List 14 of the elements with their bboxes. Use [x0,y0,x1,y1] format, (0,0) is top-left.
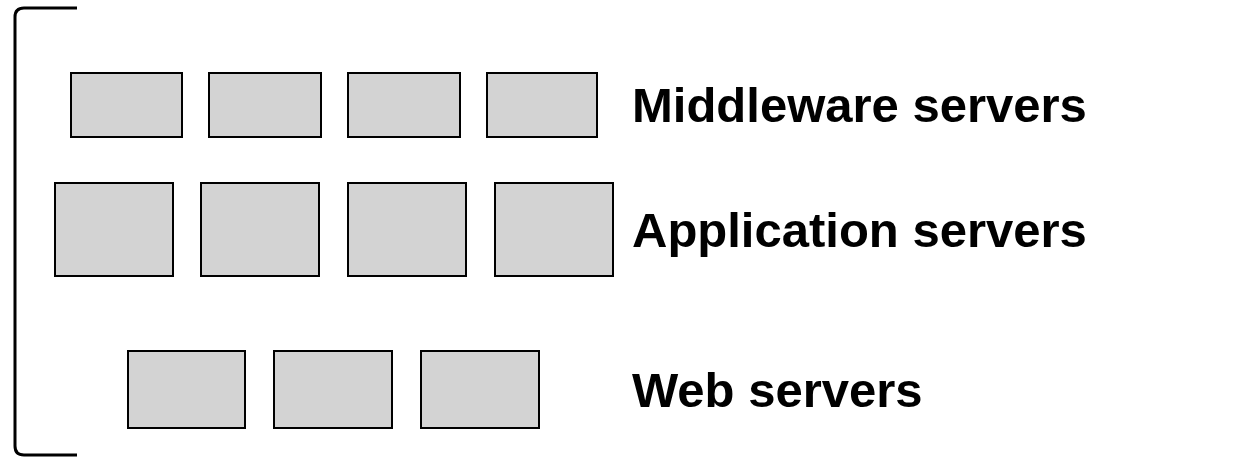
server-box [208,72,322,138]
server-box [54,182,174,277]
server-box [420,350,540,429]
server-box [486,72,598,138]
server-box [347,182,467,277]
tier-label: Middleware servers [632,77,1087,133]
tier-label: Application servers [632,202,1087,258]
server-box [347,72,461,138]
server-box [273,350,393,429]
tier-label: Web servers [632,362,923,418]
server-box [200,182,320,277]
server-box [494,182,614,277]
server-box [127,350,246,429]
server-box [70,72,183,138]
